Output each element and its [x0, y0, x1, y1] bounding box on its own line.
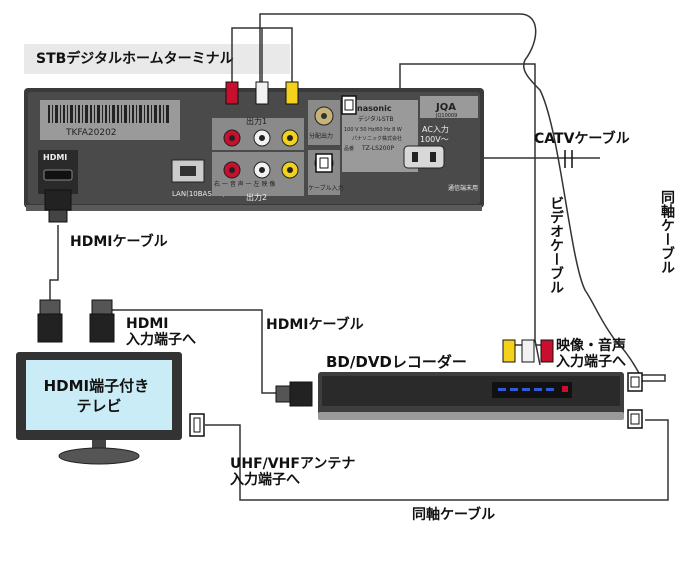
recorder-title: BD/DVDレコーダー [326, 353, 467, 371]
comm-terminal-label: 通信端末用 [448, 184, 478, 192]
recorder-av-input-label: 映像・音声 入力端子へ [556, 338, 626, 370]
ac-inlet-icon [403, 145, 445, 169]
coax-plug-tv [189, 413, 205, 437]
tv-device: HDMI端子付き テレビ [16, 352, 182, 465]
cert-logo: JQA [435, 102, 456, 113]
recorder-front [322, 376, 620, 406]
cert-number: JQ10009 [435, 113, 457, 119]
coax-plug-stb-top [341, 95, 357, 115]
rca-plugs-stb [225, 81, 299, 105]
tv-screen [26, 360, 172, 430]
recorder-power-led [562, 386, 568, 392]
stb-base [26, 205, 482, 211]
recorder-base [318, 412, 624, 420]
coax-stb-to-recorder [259, 13, 666, 382]
coax-plugs-recorder [627, 372, 643, 429]
recorder-display [492, 382, 572, 398]
brand-logo: Panasonic [346, 104, 392, 113]
lan-jack-icon [180, 166, 196, 176]
tv-screen-text: HDMI端子付き テレビ [44, 377, 155, 415]
tv-hdmi-input-label: HDMI 入力端子へ [126, 316, 196, 348]
av-plugs-recorder [502, 339, 554, 363]
hdmi-port-label: HDMI [43, 153, 67, 162]
hdmi-plug-stb [44, 189, 72, 223]
recorder-av-input-line1: 映像・音声 [556, 338, 626, 354]
maker-name: パナソニック株式会社 [352, 135, 402, 142]
model-label: 品番 [344, 145, 354, 152]
product-name: デジタルSTB [358, 115, 393, 123]
output2-label: 出力2 [246, 192, 267, 202]
tv-stand [58, 447, 140, 465]
recorder-av-input-line2: 入力端子へ [556, 354, 626, 370]
coax-plug-stb [315, 153, 333, 173]
stb-model-code: TKFA20202 [65, 128, 117, 138]
jqa-label [420, 96, 478, 118]
barcode-icon [48, 105, 169, 123]
recorder-leds-icon [498, 388, 554, 391]
coax-cable-right-label: 同軸ケーブル [659, 190, 675, 274]
tv-antenna-input-line2: 入力端子へ [230, 472, 300, 488]
tv-neck [92, 440, 106, 450]
hdmi-plugs-tv [37, 299, 115, 343]
catv-coupler-icon [564, 150, 573, 168]
stb-device: TKFA20202 HDMI LAN(10BASE-T) 出力1 出力2 右 一… [24, 88, 484, 211]
lan-label: LAN(10BASE-T) [172, 190, 225, 198]
tv-screen-text-line1: HDMI端子付き [44, 377, 150, 395]
output2-channels: 右 一 音 声 一 左 映 像 [214, 180, 275, 188]
stb-title-banner [24, 44, 290, 74]
rf-out-label: 分配出力 [309, 132, 333, 140]
coax-tv-to-recorder [205, 419, 669, 501]
tv-antenna-input-line1: UHF/VHFアンテナ [230, 456, 356, 472]
hdmi-plug-recorder [275, 381, 313, 407]
ac-voltage: 100V〜 [420, 135, 449, 144]
tv-screen-text-line2: テレビ [76, 397, 121, 415]
cable-in-label: ケーブル入力 [308, 184, 344, 192]
coax-cable-bottom-label: 同軸ケーブル [412, 507, 496, 523]
model-number: TZ-LS200P [361, 145, 394, 152]
tv-hdmi-input-line2: 入力端子へ [126, 332, 196, 348]
rating-text: 100 V 50 Hz/60 Hz 8 W [344, 127, 402, 133]
tv-hdmi-input-line1: HDMI [126, 316, 169, 332]
hdmi-stb-to-tv [49, 225, 59, 318]
tv-antenna-input-label: UHF/VHFアンテナ 入力端子へ [230, 456, 355, 488]
hdmi-cable-top-label: HDMIケーブル [70, 234, 168, 250]
video-cable-label: ビデオケーブル [548, 196, 564, 294]
hdmi-port [43, 169, 73, 181]
catv-cable-label: CATVケーブル [534, 131, 630, 147]
output1-label: 出力1 [246, 116, 267, 126]
hdmi-cable-middle-label: HDMIケーブル [266, 317, 364, 333]
stb-title: STBデジタルホームターミナル [36, 51, 234, 67]
ac-input-label: AC入力 [422, 124, 449, 134]
recorder-device [318, 372, 624, 420]
